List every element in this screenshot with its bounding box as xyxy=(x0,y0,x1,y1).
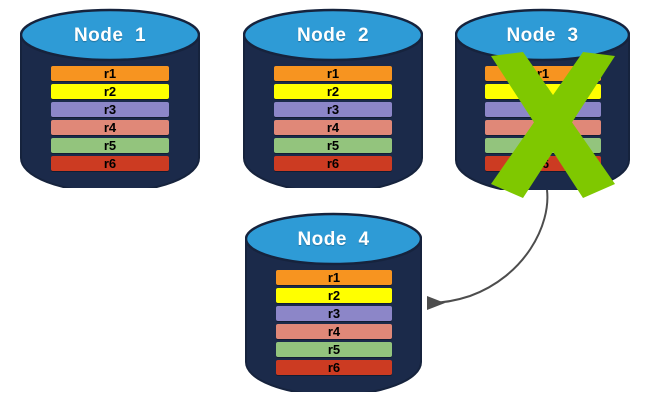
node-1-row-r5[interactable]: r5 xyxy=(51,138,169,153)
node-1-rows: r1 r2 r3 r4 r5 r6 xyxy=(51,66,169,171)
node-4-row-r3[interactable]: r3 xyxy=(276,306,392,321)
node-2-rows: r1 r2 r3 r4 r5 r6 xyxy=(274,66,392,171)
node-1[interactable]: Node 1 r1 r2 r3 r4 r5 r6 xyxy=(20,8,200,188)
node-1-row-r1[interactable]: r1 xyxy=(51,66,169,81)
node-4[interactable]: Node 4 r1 r2 r3 r4 r5 r6 xyxy=(245,212,422,392)
node-2-row-r2[interactable]: r2 xyxy=(274,84,392,99)
node-3-row-r5[interactable]: r5 xyxy=(485,138,601,153)
node-3-row-r2[interactable]: r2 xyxy=(485,84,601,99)
failover-arrow-path xyxy=(426,189,549,311)
node-1-row-r3[interactable]: r3 xyxy=(51,102,169,117)
node-2-row-r6[interactable]: r6 xyxy=(274,156,392,171)
node-2-row-r4[interactable]: r4 xyxy=(274,120,392,135)
node-4-row-r4[interactable]: r4 xyxy=(276,324,392,339)
node-3-row-r4[interactable]: r4 xyxy=(485,120,601,135)
node-3[interactable]: Node 3 r1 r2 r3 r4 r5 r6 xyxy=(455,8,630,198)
node-4-rows: r1 r2 r3 r4 r5 r6 xyxy=(276,270,392,375)
node-2-row-r3[interactable]: r3 xyxy=(274,102,392,117)
node-1-row-r4[interactable]: r4 xyxy=(51,120,169,135)
node-4-row-r1[interactable]: r1 xyxy=(276,270,392,285)
node-3-row-r3[interactable]: r3 xyxy=(485,102,601,117)
node-4-row-r6[interactable]: r6 xyxy=(276,360,392,375)
node-2-row-r5[interactable]: r5 xyxy=(274,138,392,153)
node-3-rows: r1 r2 r3 r4 r5 r6 xyxy=(485,66,601,171)
node-1-row-r6[interactable]: r6 xyxy=(51,156,169,171)
node-3-row-r1[interactable]: r1 xyxy=(485,66,601,81)
node-4-row-r5[interactable]: r5 xyxy=(276,342,392,357)
node-1-row-r2[interactable]: r2 xyxy=(51,84,169,99)
node-3-row-r6[interactable]: r6 xyxy=(485,156,601,171)
node-4-row-r2[interactable]: r2 xyxy=(276,288,392,303)
node-2[interactable]: Node 2 r1 r2 r3 r4 r5 r6 xyxy=(243,8,423,188)
node-2-row-r1[interactable]: r1 xyxy=(274,66,392,81)
